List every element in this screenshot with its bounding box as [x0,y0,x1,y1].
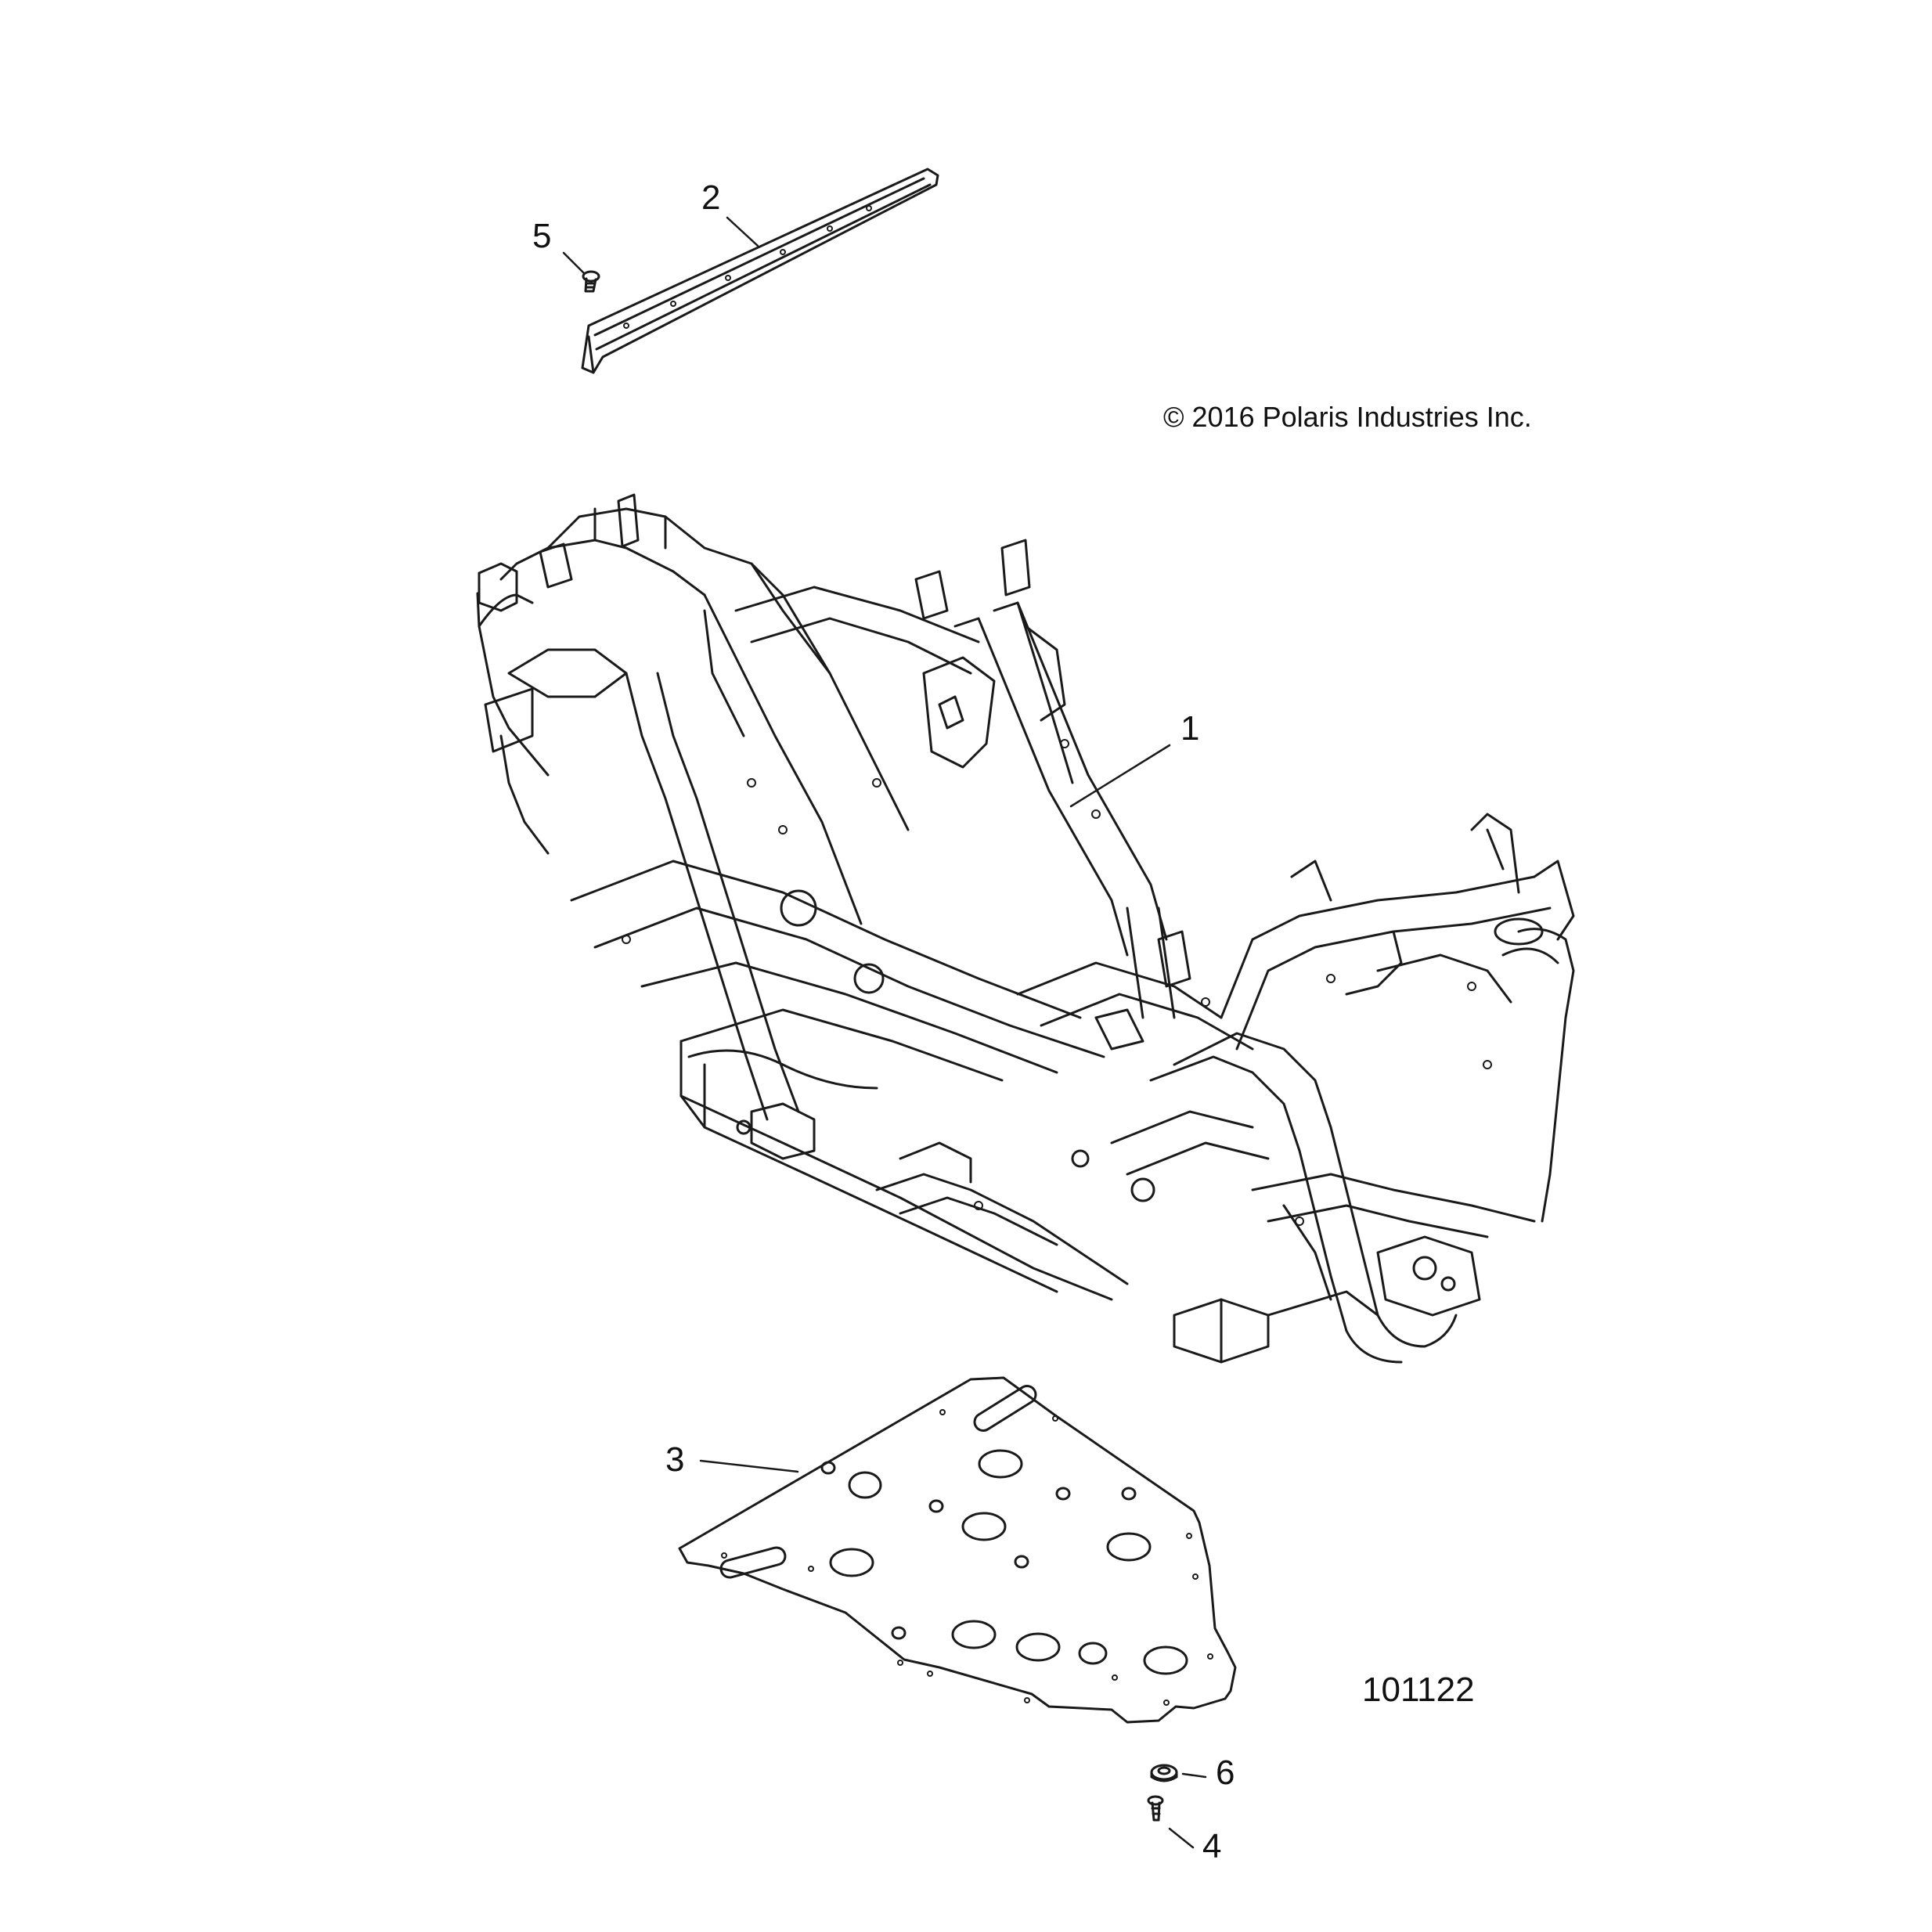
part-2-rail [581,168,939,374]
leader-5 [562,251,586,275]
callout-3: 3 [665,1440,685,1479]
callout-4: 4 [1202,1827,1222,1865]
part-5-bolt [582,270,600,293]
leader-2 [726,216,759,247]
callout-6: 6 [1216,1754,1235,1792]
callout-5: 5 [532,217,552,255]
part-3-skid-plate [678,1376,1237,1724]
part-1-frame [476,493,1575,1364]
copyright-notice: © 2016 Polaris Industries Inc. [1163,401,1532,433]
part-4-screw [1147,1795,1164,1822]
leader-1 [1069,744,1171,808]
part-6-nut [1150,1764,1178,1782]
drawing-number: 101122 [1362,1671,1475,1709]
leader-lines [562,216,1207,1849]
leader-3 [699,1459,799,1473]
leader-4 [1168,1827,1195,1849]
callout-2: 2 [701,178,721,217]
callout-1: 1 [1180,709,1200,748]
leader-6 [1181,1772,1207,1779]
